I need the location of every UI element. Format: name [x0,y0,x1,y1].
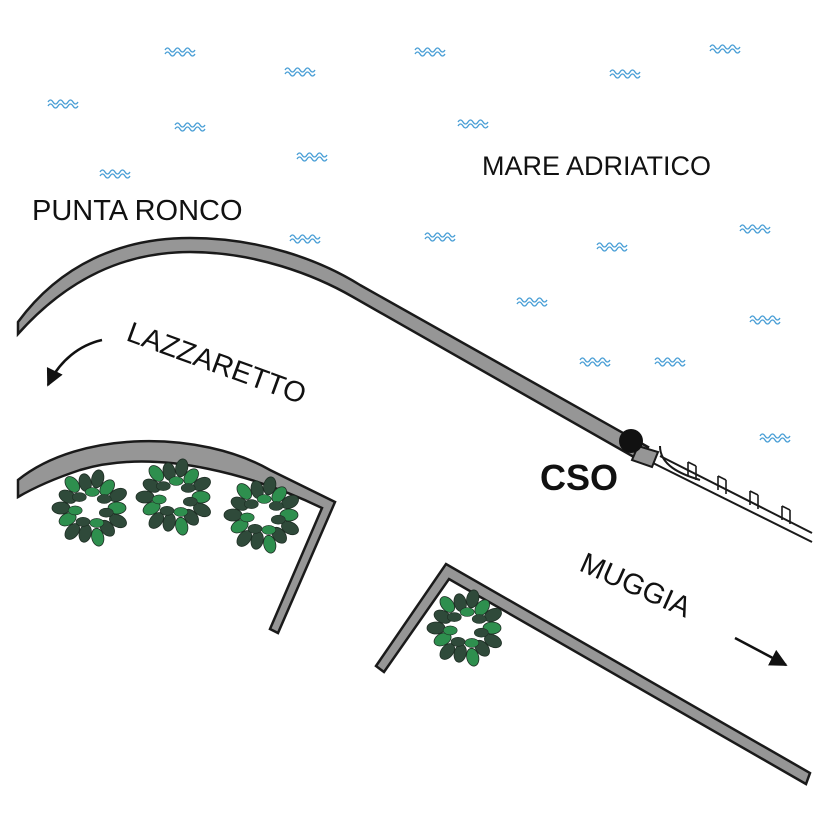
wave-icon [654,357,686,363]
lazzaretto-label: LAZZARETTO [123,317,311,411]
wave-icon [579,361,611,367]
wave-icon [457,119,489,125]
muggia-arrow-icon [734,636,788,667]
wave-icon [414,51,446,57]
cso-marker-icon [619,429,643,453]
wave-icon [516,297,548,303]
point-label: PUNTA RONCO [32,195,243,227]
lazzaretto-arrow-icon [46,338,103,387]
coast-road-extension [630,444,660,469]
wave-icon [289,238,321,244]
tree-left-1 [51,469,127,547]
wave-icon [47,99,79,105]
muggia-label: MUGGIA [575,547,696,624]
wave-icon [579,357,611,363]
bollard-icon [781,505,791,524]
tree-left-3 [223,476,299,554]
wave-icon [99,173,131,179]
wave-icon [414,47,446,53]
wave-icon [739,228,771,234]
wave-icon [739,224,771,230]
wave-icon [296,156,328,162]
wave-icon [284,71,316,77]
wave-icon [284,67,316,73]
coast-road [16,236,650,463]
wave-icon [654,361,686,367]
wave-icon [174,122,206,128]
wave-icon [749,319,781,325]
wave-icon [424,236,456,242]
bollard-icon [717,475,727,494]
right-enclosure-road [374,562,812,786]
bollard-icon [687,461,697,480]
wave-icon [709,44,741,50]
tree-left-2 [135,458,211,536]
wave-icon [759,433,791,439]
wave-icon [99,169,131,175]
sea-label: MARE ADRIATICO [482,151,711,181]
pier [652,445,813,543]
wave-icon [749,315,781,321]
wave-icon [596,242,628,248]
wave-icon [289,234,321,240]
wave-icon [296,152,328,158]
wave-icon [47,103,79,109]
bollard-icon [749,490,759,509]
wave-icon [164,51,196,57]
wave-icon [164,47,196,53]
wave-icon [516,301,548,307]
wave-icon [457,123,489,129]
wave-icon [424,232,456,238]
cso-label: CSO [540,457,618,498]
wave-icon [609,73,641,79]
wave-icon [759,437,791,443]
wave-icon [609,69,641,75]
tree-right-1 [426,589,502,667]
wave-icon [596,246,628,252]
wave-icon [709,48,741,54]
wave-icon [174,126,206,132]
